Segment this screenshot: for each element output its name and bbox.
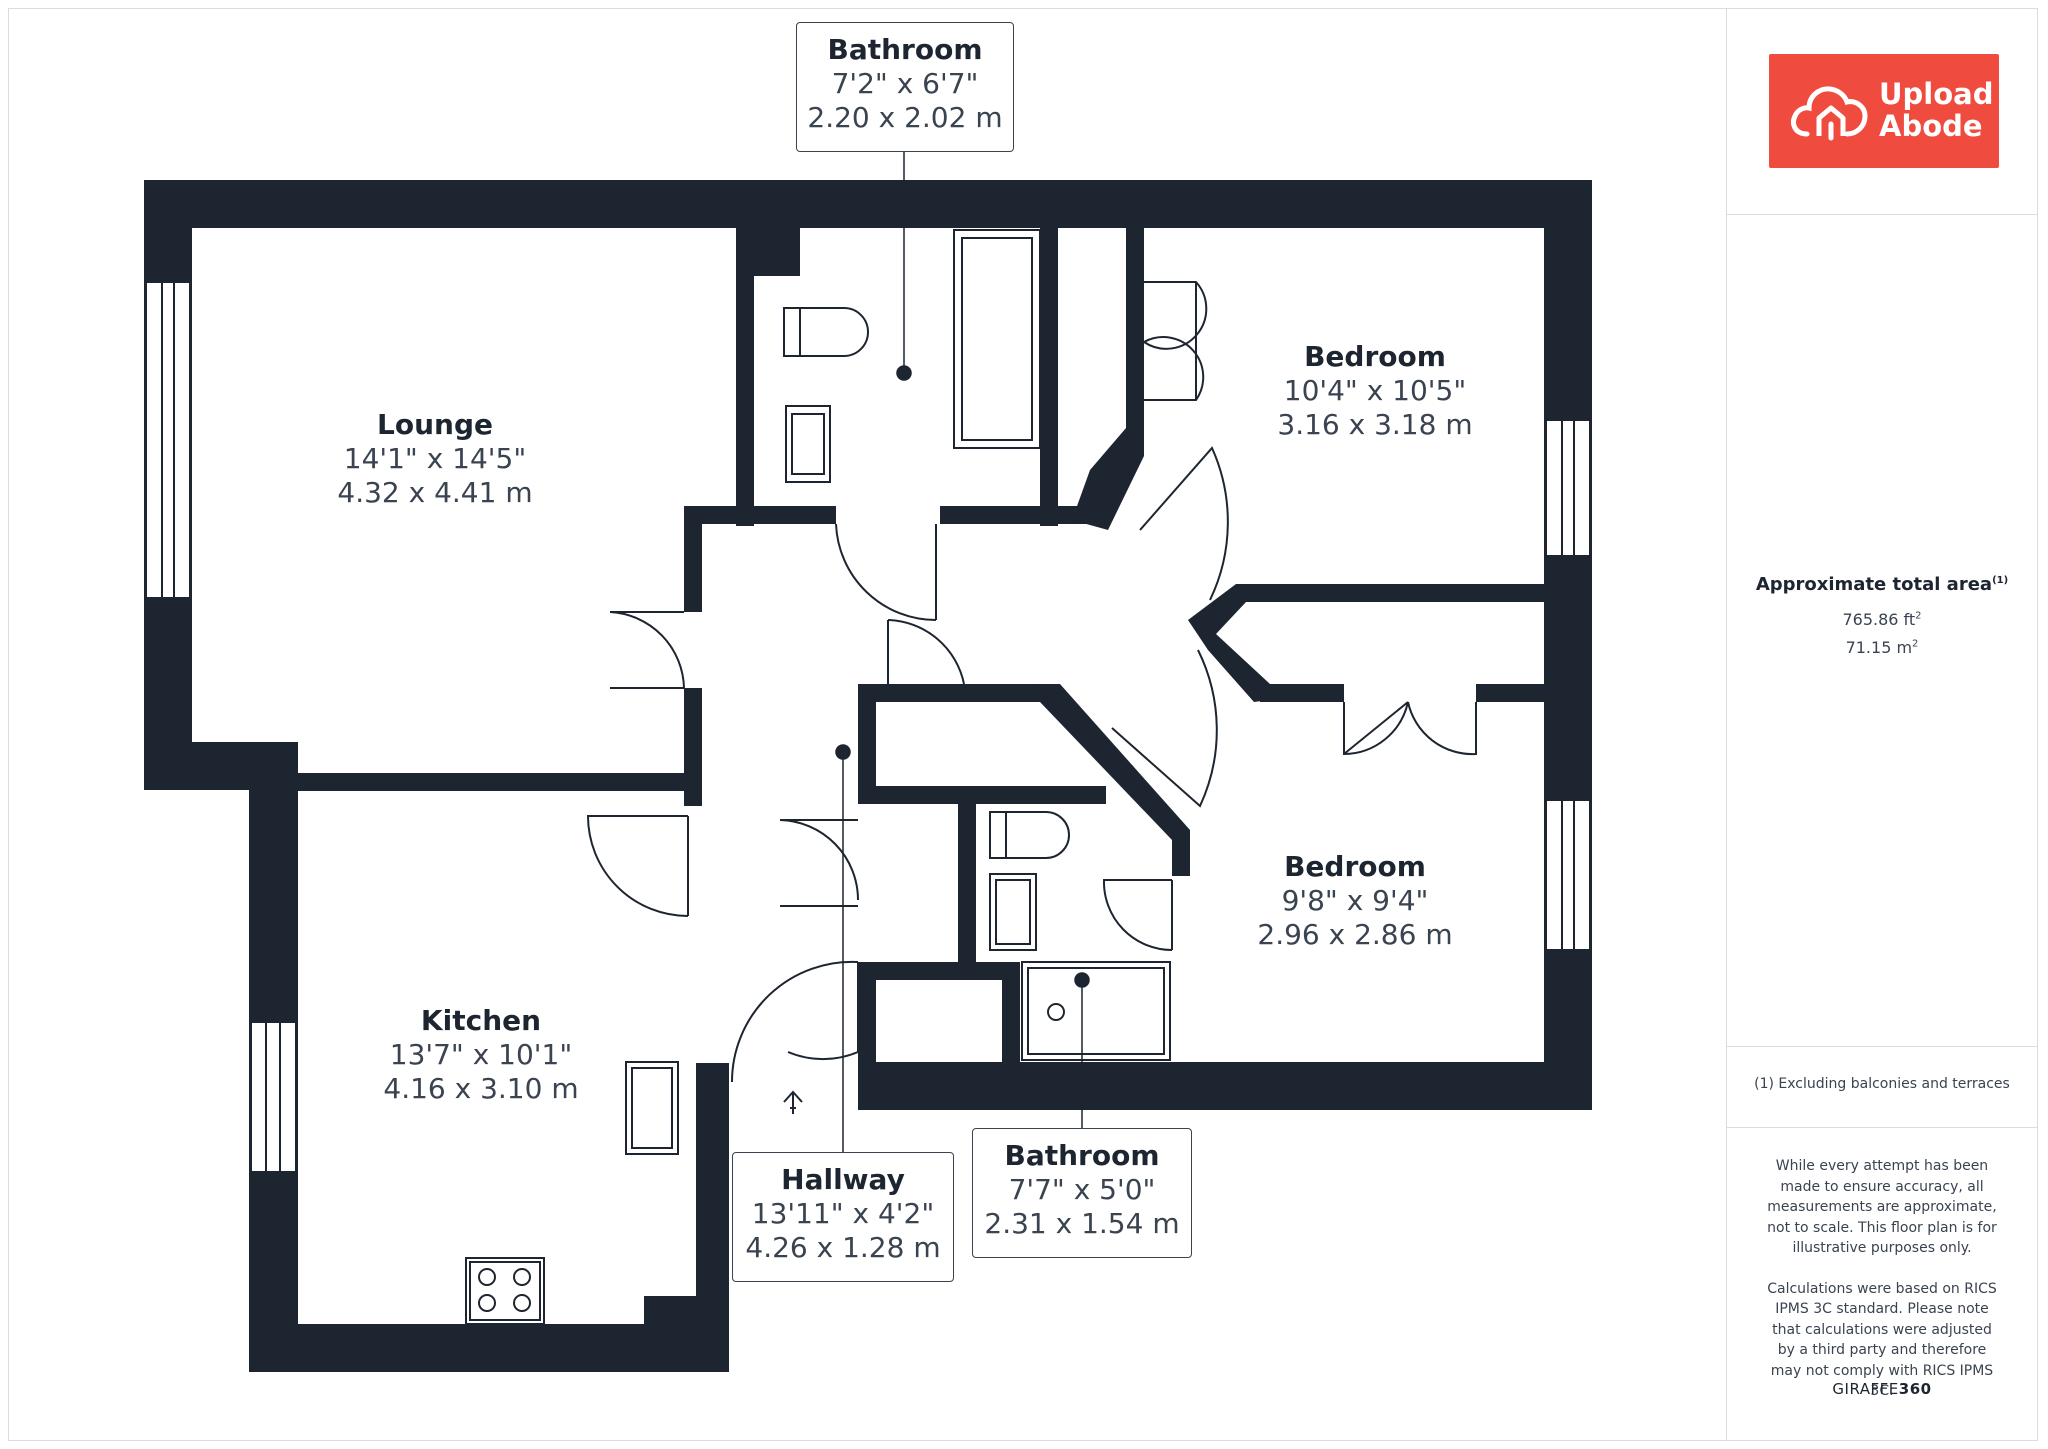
- total-area-title: Approximate total area(1): [1755, 574, 2009, 595]
- fixtures: [465, 229, 1477, 1325]
- disclaimer-accuracy: While every attempt has been made to ens…: [1767, 1158, 1997, 1256]
- lounge-label: Lounge 14'1" x 14'5" 4.32 x 4.41 m: [337, 408, 533, 509]
- sidebar-divider: [1726, 1127, 2038, 1128]
- windows: [145, 281, 1591, 1173]
- logo-line-2: Abode: [1879, 109, 1983, 143]
- area-footnote-mark: (1): [1992, 575, 2009, 586]
- total-area-ft2: 765.86 ft2: [1842, 610, 1922, 629]
- area-note: (1) Excluding balconies and terraces: [1754, 1076, 2010, 1092]
- floor-plan: [144, 150, 1592, 1372]
- hallway-label: Hallway 13'11" x 4'2" 4.26 x 1.28 m: [732, 1152, 954, 1282]
- logo-line-1: Upload: [1879, 77, 1994, 111]
- bathroom-1-label: Bathroom 7'2" x 6'7" 2.20 x 2.02 m: [796, 22, 1014, 152]
- entrance-arrow: [783, 1090, 803, 1114]
- disclaimer: While every attempt has been made to ens…: [1726, 1156, 2038, 1422]
- doors: [586, 446, 1229, 1109]
- bedroom-2-label: Bedroom 9'8" x 9'4" 2.96 x 2.86 m: [1257, 850, 1453, 951]
- kitchen-label: Kitchen 13'7" x 10'1" 4.16 x 3.10 m: [383, 1004, 579, 1105]
- page-frame: [8, 8, 2038, 1441]
- leader-lines: [835, 150, 1090, 1152]
- bathroom-2-label: Bathroom 7'7" x 5'0" 2.31 x 1.54 m: [972, 1128, 1192, 1258]
- sidebar-divider: [1726, 1046, 2038, 1047]
- bedroom-1-label: Bedroom 10'4" x 10'5" 3.16 x 3.18 m: [1277, 340, 1473, 441]
- sidebar: [1726, 8, 2038, 1441]
- disclaimer-calculation: Calculations were based on RICS IPMS 3C …: [1767, 1280, 1997, 1400]
- cloud-house-icon: [1791, 86, 1868, 141]
- giraffe360-brand: GIRAFFE360: [1832, 1380, 1932, 1398]
- total-area-m2: 71.15 m2: [1845, 638, 1919, 657]
- upload-abode-logo: Upload Abode: [1769, 54, 1999, 168]
- sidebar-divider: [1726, 214, 2038, 215]
